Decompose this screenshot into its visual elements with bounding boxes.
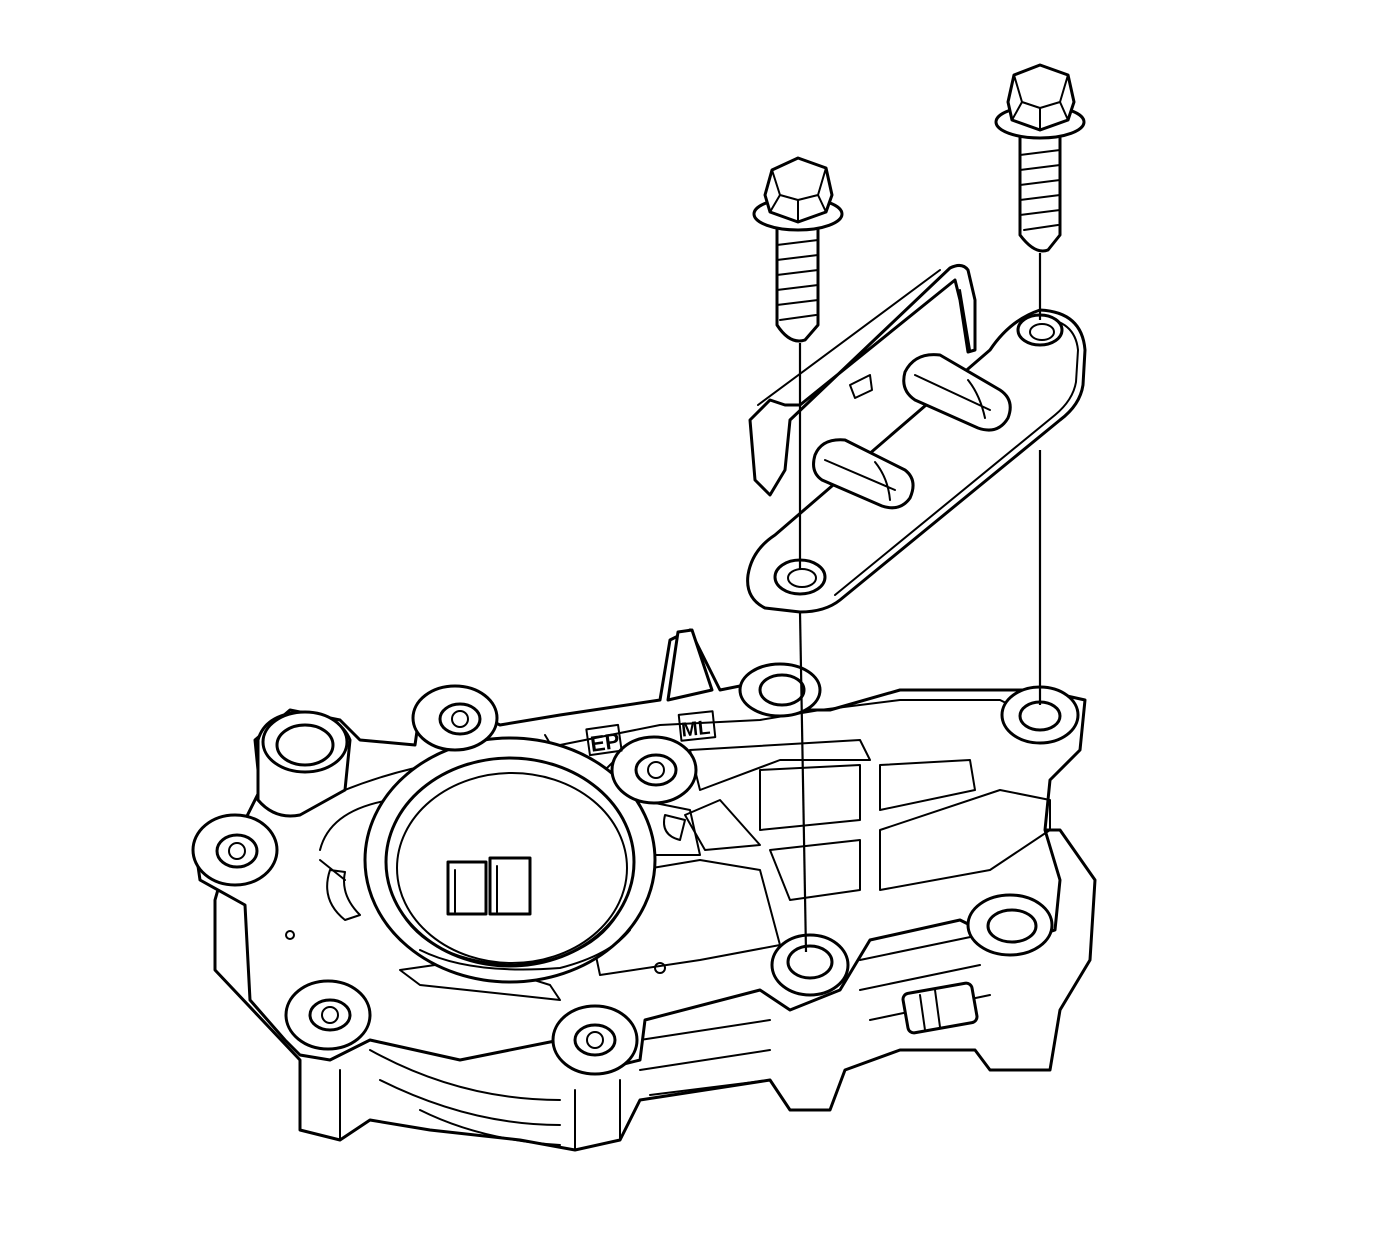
pump-mount-hole-front	[770, 933, 850, 997]
pump-right-boss	[966, 893, 1054, 957]
pump-bolt-boss-4	[284, 979, 372, 1051]
pump-mount-hole-rear	[1000, 685, 1080, 745]
alignment-lines	[798, 253, 1042, 953]
drive-slot-left	[446, 860, 488, 916]
pump-bolt-boss-5	[551, 1004, 639, 1076]
pump-bolt-boss-3	[191, 813, 279, 887]
bolt-rear	[994, 63, 1086, 253]
bracket-hole-rear	[1016, 313, 1064, 347]
pump-top-boss	[738, 662, 822, 718]
pump-bolt-boss-1	[411, 684, 499, 752]
oil-pump-body: EP ML	[191, 628, 1097, 1152]
marking-ep: EP	[585, 723, 623, 757]
pump-alignment-tab	[666, 628, 714, 702]
bracket	[746, 263, 1087, 614]
bolt-front	[752, 156, 844, 343]
marking-ml-text: ML	[680, 717, 711, 742]
pump-bolt-boss-2	[610, 735, 698, 805]
marking-ml: ML	[677, 710, 717, 742]
connector-tab	[901, 981, 979, 1035]
marking-ep-text: EP	[589, 728, 622, 757]
guide-line-front-lower	[798, 611, 808, 953]
bracket-clip-arm	[748, 263, 977, 497]
